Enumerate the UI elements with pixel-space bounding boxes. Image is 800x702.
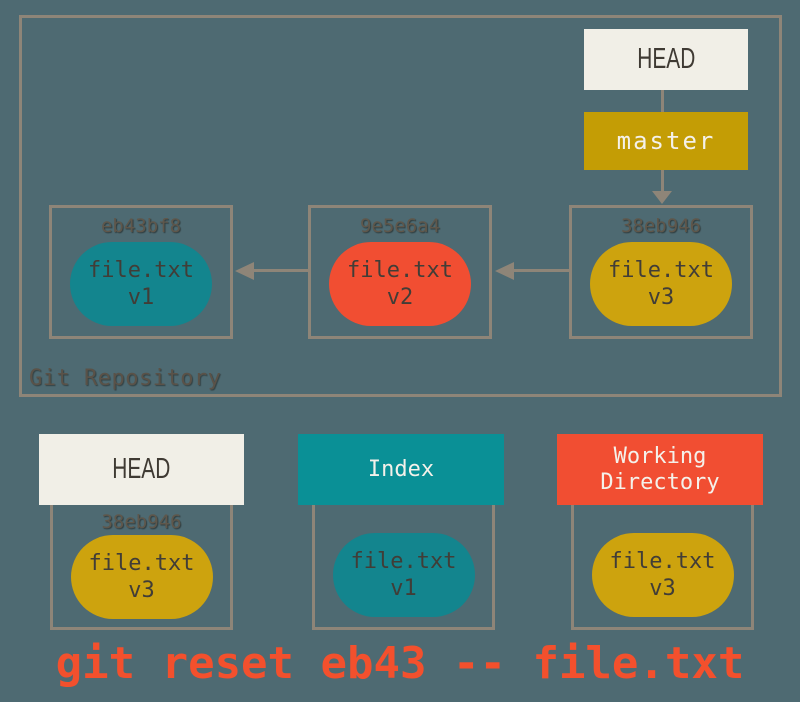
file-version: v1 — [127, 285, 155, 310]
master-branch-box: master — [584, 112, 748, 170]
file-name: file.txt — [609, 549, 716, 574]
file-version: v3 — [649, 576, 676, 601]
file-name: file.txt — [88, 258, 194, 283]
commit-hash: 9e5e6a4 — [359, 215, 441, 237]
file-name: file.txt — [88, 551, 195, 576]
file-name: file.txt — [347, 258, 453, 283]
commit-box-38eb946: 38eb946 file.txt v3 — [569, 205, 753, 339]
working-directory-tree-box: file.txt v3 — [571, 502, 754, 630]
git-repository-label: Git Repository — [29, 366, 222, 391]
master-branch-label: master — [616, 127, 716, 155]
head-tree-header: HEAD — [39, 434, 244, 505]
commit2-to-commit1-arrowhead-icon — [235, 262, 254, 280]
file-version: v1 — [390, 576, 417, 601]
head-pointer-box: HEAD — [584, 29, 748, 90]
commit-hash: eb43bf8 — [100, 215, 182, 237]
head-to-master-line — [661, 90, 664, 112]
index-tree-header: Index — [298, 434, 504, 505]
working-directory-file-blob: file.txt v3 — [591, 533, 734, 617]
index-tree-box: file.txt v1 — [312, 502, 495, 630]
file-blob-v1: file.txt v1 — [70, 242, 212, 326]
file-blob-v2: file.txt v2 — [329, 242, 471, 326]
index-file-blob: file.txt v1 — [332, 533, 475, 617]
commit3-to-commit2-line — [512, 269, 569, 272]
file-blob-v3: file.txt v3 — [590, 242, 732, 326]
master-to-commit-arrowhead-icon — [652, 191, 672, 204]
file-name: file.txt — [350, 549, 457, 574]
git-repository-frame — [19, 15, 782, 397]
file-version: v3 — [128, 578, 155, 603]
index-tree-title: Index — [367, 456, 435, 482]
file-version: v2 — [386, 285, 414, 310]
working-directory-tree-header: Working Directory — [557, 434, 763, 505]
file-name: file.txt — [608, 258, 714, 283]
head-pointer-label: HEAD — [636, 43, 696, 75]
head-tree-box: 38eb946 file.txt v3 — [50, 502, 233, 630]
head-tree-hash: 38eb946 — [101, 511, 182, 533]
commit2-to-commit1-line — [252, 269, 308, 272]
file-version: v3 — [647, 285, 675, 310]
commit3-to-commit2-arrowhead-icon — [495, 262, 514, 280]
working-directory-tree-title: Working Directory — [600, 443, 720, 495]
commit-hash: 38eb946 — [620, 215, 702, 237]
master-to-commit-line — [661, 170, 664, 192]
head-tree-title: HEAD — [112, 453, 171, 485]
head-tree-file-blob: file.txt v3 — [70, 535, 213, 619]
commit-box-9e5e6a4: 9e5e6a4 file.txt v2 — [308, 205, 492, 339]
commit-box-eb43bf8: eb43bf8 file.txt v1 — [49, 205, 233, 339]
git-command-caption: git reset eb43 -- file.txt — [55, 638, 745, 689]
